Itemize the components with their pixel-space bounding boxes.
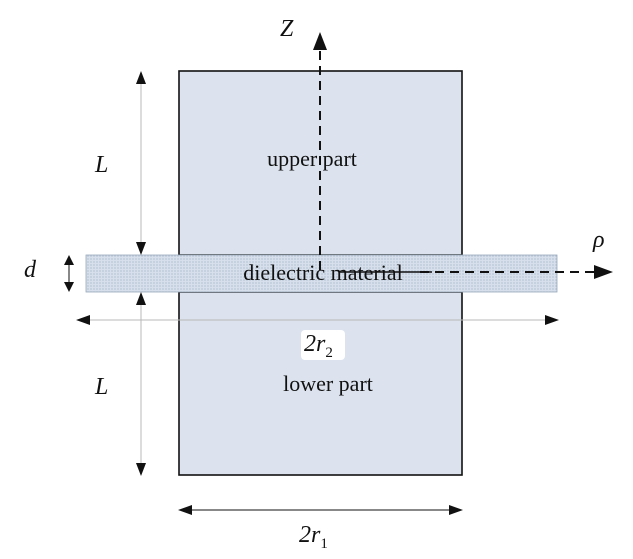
z-axis-arrowhead <box>313 32 327 50</box>
dim-d-arrow-up <box>64 255 74 265</box>
rho-axis-label: ρ <box>592 227 605 253</box>
dim-2r1-arrow-right <box>449 505 463 515</box>
dim-2r2-label: 2r2 <box>304 331 333 361</box>
upper-part-label: upper part <box>267 146 357 171</box>
dielectric-layer <box>85 254 558 293</box>
dim-d-arrow-down <box>64 282 74 292</box>
dim-L-top-label: L <box>94 152 108 178</box>
z-axis-label: Z <box>280 16 294 42</box>
dim-L-bottom-arrow-up <box>136 292 146 305</box>
dim-2r1-label: 2r1 <box>299 522 328 552</box>
dim-L-top-arrow-down <box>136 242 146 255</box>
lower-part-body <box>178 291 463 476</box>
dim-L-bottom-label: L <box>94 374 108 400</box>
dim-2r2-arrow-right <box>545 315 559 325</box>
dim-L-top-arrow-up <box>136 71 146 84</box>
dim-L-bottom-arrow-down <box>136 463 146 476</box>
dim-d-label: d <box>24 257 37 283</box>
rho-axis-arrowhead <box>594 265 613 279</box>
dim-2r1-arrow-left <box>178 505 192 515</box>
dim-2r2-arrow-left <box>76 315 90 325</box>
lower-part-label: lower part <box>283 371 373 396</box>
dim-2r2-label-bg <box>301 330 345 360</box>
